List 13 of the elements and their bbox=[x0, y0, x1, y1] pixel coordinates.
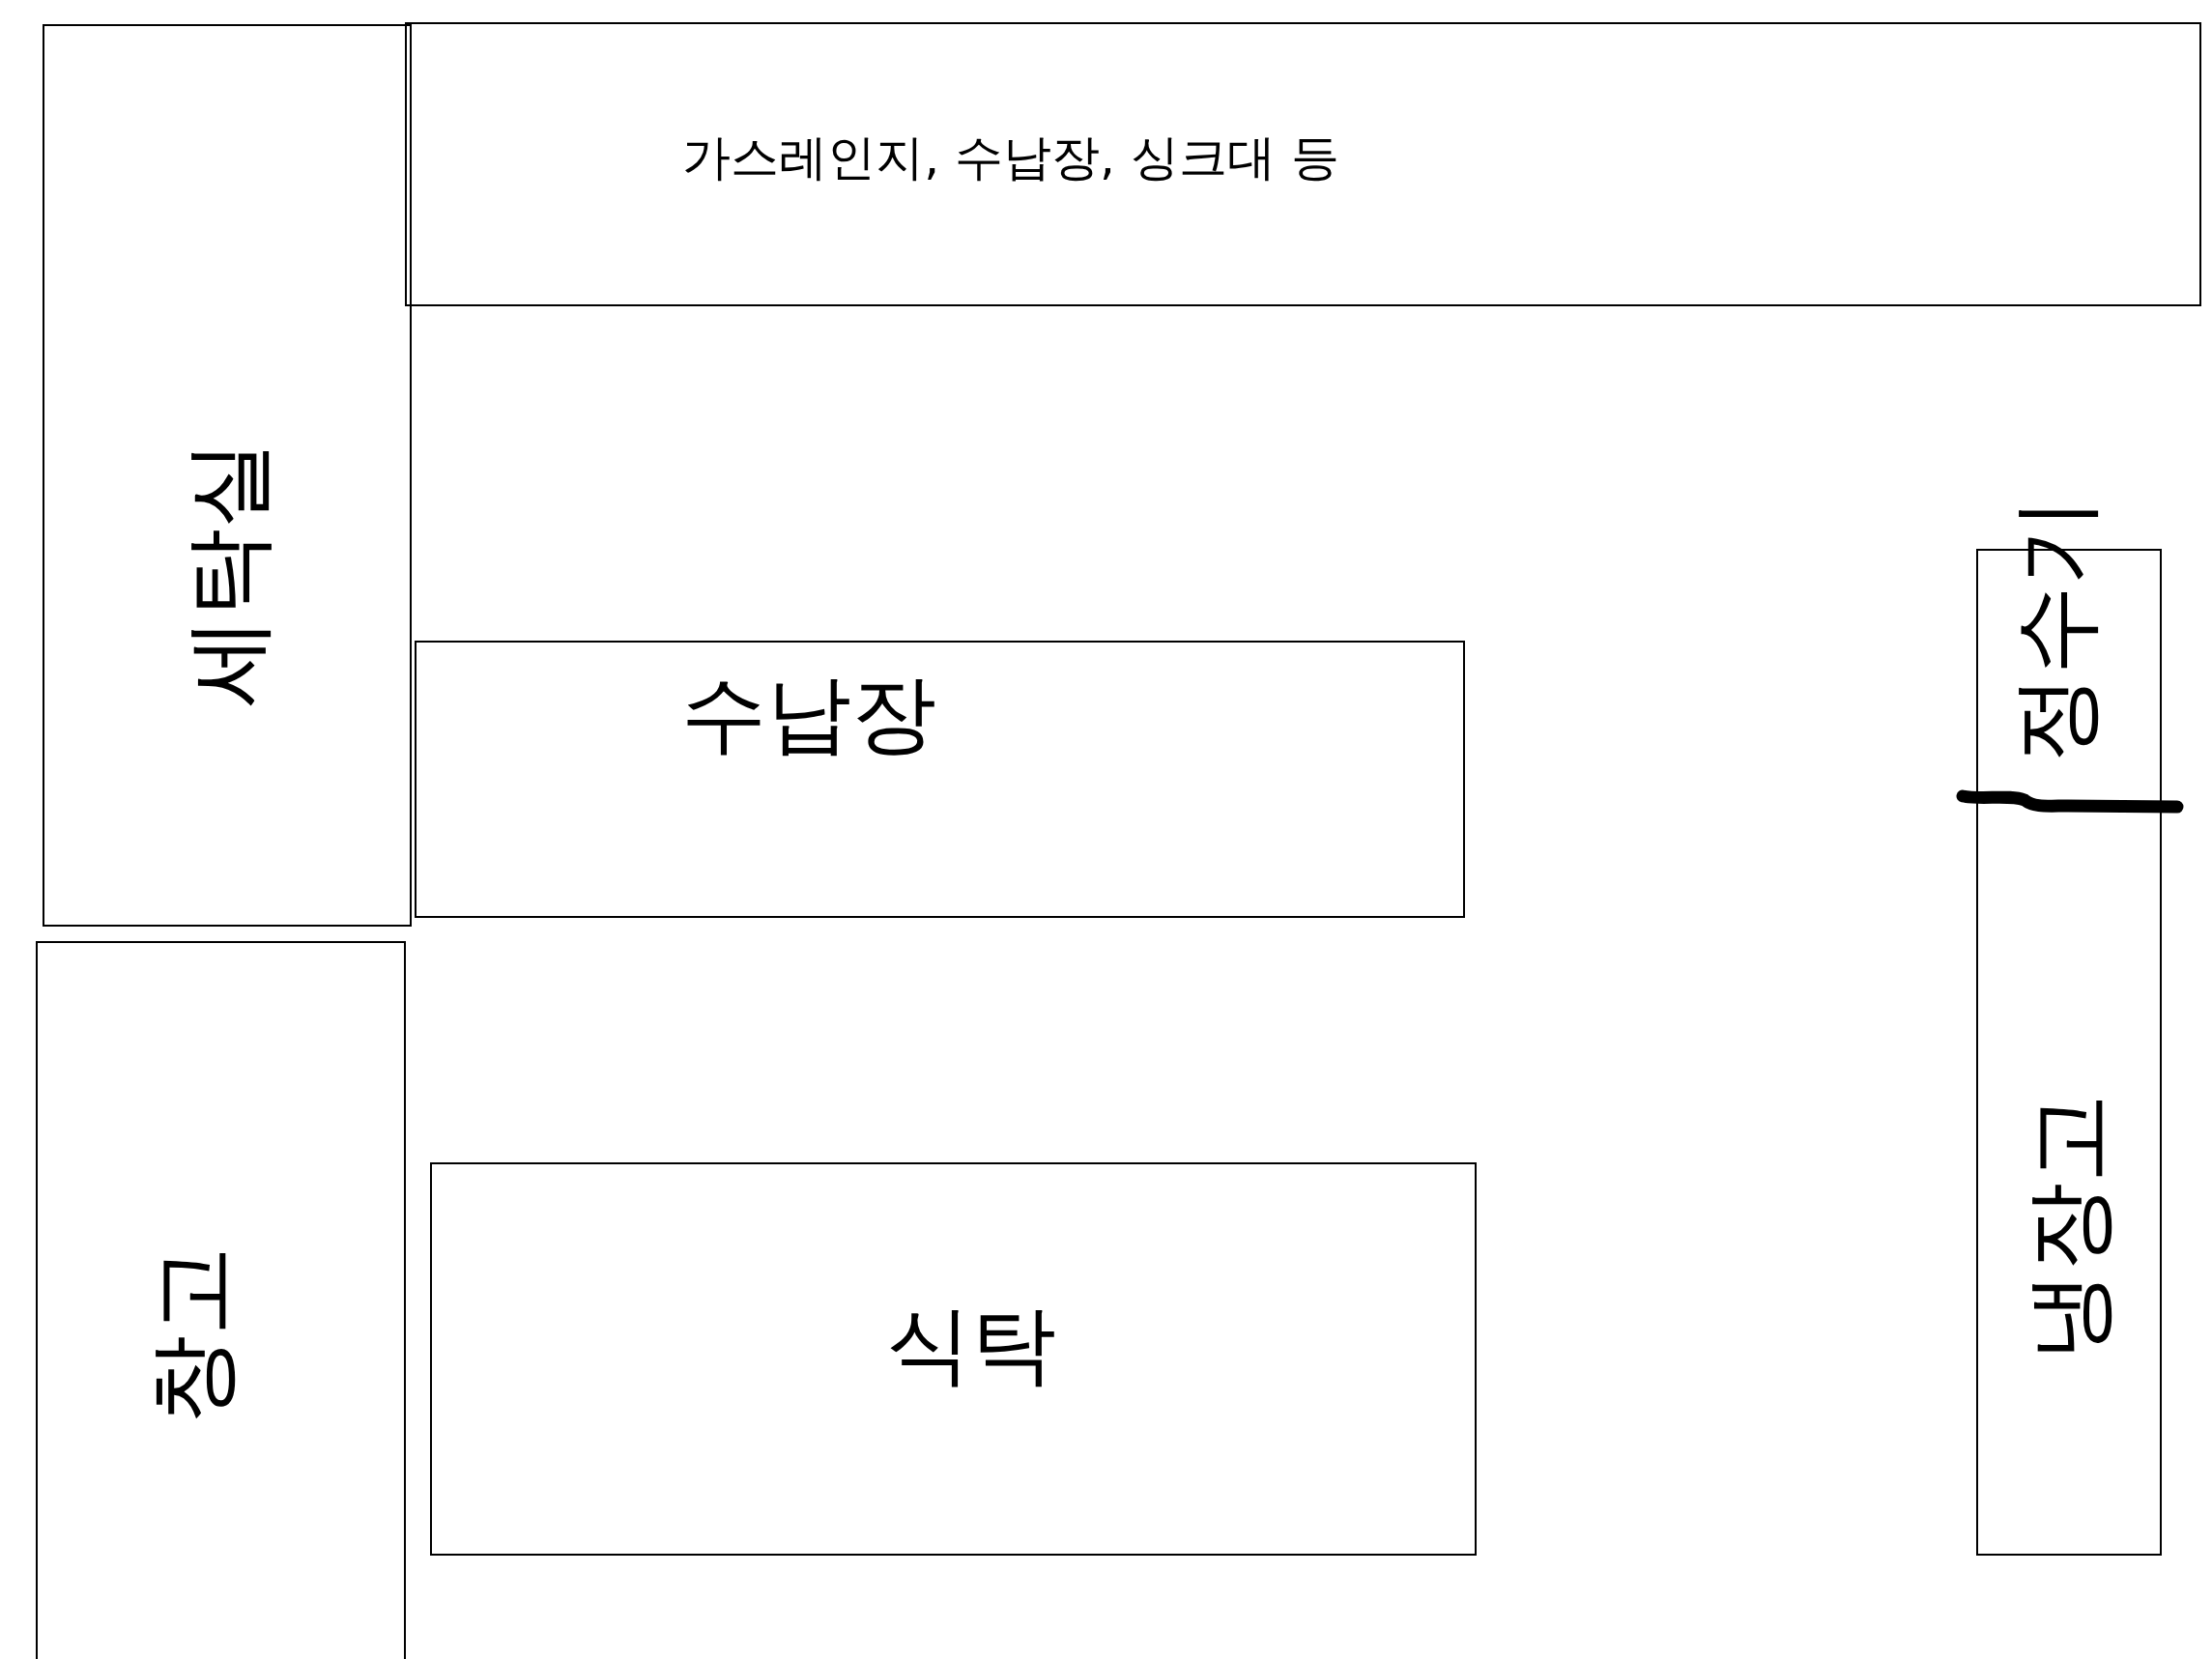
furniture-box bbox=[415, 641, 1465, 918]
room-label: 수납장 bbox=[681, 672, 936, 757]
room-label: 정수기 bbox=[2011, 497, 2100, 763]
room-label: 가스레인지, 수납장, 싱크대 등 bbox=[682, 133, 1339, 182]
furniture-box bbox=[36, 941, 406, 1659]
furniture-box bbox=[430, 1162, 1477, 1556]
furniture-box bbox=[43, 24, 412, 927]
furniture-box bbox=[1976, 804, 2162, 1556]
room-label: 창고 bbox=[148, 1246, 237, 1424]
room-label: 세탁실 bbox=[184, 440, 273, 706]
room-label: 식탁 bbox=[886, 1302, 1056, 1387]
furniture-box bbox=[405, 22, 2201, 306]
room-label: 냉장고 bbox=[2025, 1094, 2113, 1360]
